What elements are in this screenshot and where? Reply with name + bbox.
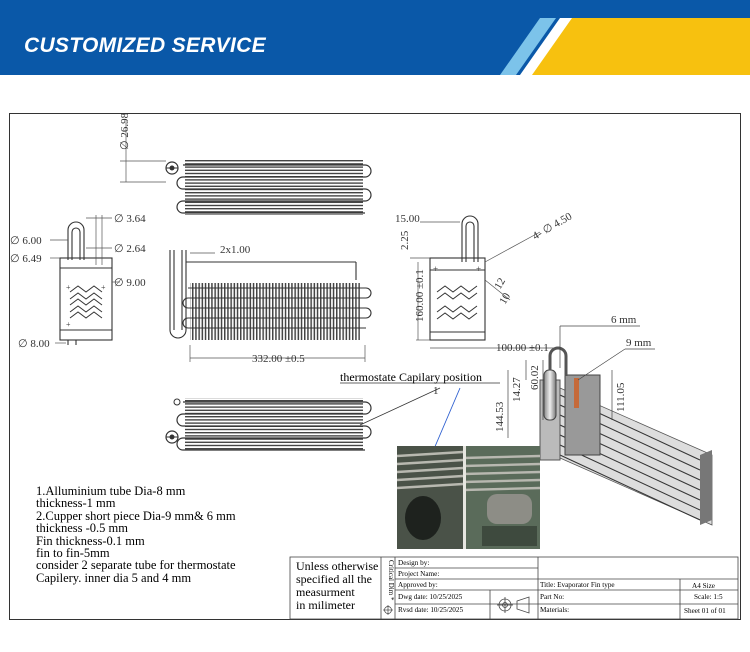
front-view-dims bbox=[189, 252, 366, 362]
banner-title: CUSTOMIZED SERVICE bbox=[24, 34, 266, 57]
bottom-view bbox=[165, 398, 372, 451]
part-no: Part No: bbox=[540, 593, 565, 601]
left-view-dims bbox=[50, 215, 120, 344]
photo-image bbox=[397, 446, 540, 549]
front-view bbox=[169, 250, 372, 340]
dwg-date: Dwg date: 10/25/2025 bbox=[398, 593, 463, 601]
svg-text:+: + bbox=[476, 264, 481, 274]
thermostat-label: thermostate Capilary position bbox=[340, 370, 482, 384]
callout-number: 1 bbox=[433, 385, 439, 397]
isometric-view bbox=[539, 346, 713, 526]
drawing-sheet bbox=[9, 113, 741, 620]
unless-otherwise-note: Unless otherwise specified all the measu… bbox=[296, 560, 378, 612]
dim-26-98-label: ∅ 26.98 bbox=[119, 112, 131, 150]
dim-2-64: ∅ 2.64 bbox=[114, 243, 146, 255]
dim-100: 100.00 ±0.1 bbox=[496, 342, 549, 354]
label-9mm: 9 mm bbox=[626, 337, 652, 349]
title-block-grid bbox=[289, 556, 739, 620]
dim-12: 12 bbox=[492, 276, 508, 292]
svg-text:+: + bbox=[66, 320, 71, 329]
title-block: Design by: Project Name: Approved by: Dw… bbox=[290, 557, 738, 617]
note-line: fin to fin-5mm bbox=[36, 546, 110, 561]
top-view bbox=[165, 160, 372, 215]
dim-144-53: 144.53 bbox=[494, 401, 506, 432]
approved-by: Approved by: bbox=[398, 581, 438, 589]
iso-dims bbox=[507, 325, 655, 438]
svg-text:+: + bbox=[101, 283, 106, 292]
svg-text:+: + bbox=[433, 264, 438, 274]
photo-inset bbox=[397, 446, 540, 549]
dim-holes: 4- ∅ 4.50 bbox=[531, 210, 575, 242]
materials: Materials: bbox=[540, 606, 570, 614]
unless-line: in milimeter bbox=[296, 598, 355, 612]
dim-9-00: ∅ 9.00 bbox=[114, 277, 146, 289]
unless-line: measurment bbox=[296, 585, 355, 599]
notes-block: 1.Alluminium tube Dia-8 mm thickness-1 m… bbox=[36, 484, 236, 585]
dim-332: 332.00 ±0.5 bbox=[252, 353, 305, 365]
dim-3-64: ∅ 3.64 bbox=[114, 213, 146, 225]
dim-2-25: 2.25 bbox=[399, 230, 411, 250]
dim-10: 10 bbox=[497, 291, 513, 307]
svg-text:+: + bbox=[66, 283, 71, 292]
right-side-view: + + bbox=[429, 215, 486, 341]
dim-60-02: 60.02 bbox=[529, 365, 541, 390]
label-6mm: 6 mm bbox=[611, 314, 637, 326]
note-line: 1.Alluminium tube Dia-8 mm bbox=[36, 484, 186, 498]
note-line: consider 2 separate tube for thermostate bbox=[36, 558, 236, 573]
project-name: Project Name: bbox=[398, 570, 440, 578]
dim-111-05: 111.05 bbox=[615, 382, 627, 412]
dim-14-27: 14.27 bbox=[511, 377, 523, 402]
header-banner: CUSTOMIZED SERVICE bbox=[0, 0, 750, 75]
note-line: Fin thickness-0.1 mm bbox=[36, 533, 145, 548]
dim-26-98: ∅ 26.98 bbox=[119, 112, 166, 183]
unless-line: Unless otherwise bbox=[296, 559, 379, 573]
critical-dim-label: Critical Dim * bbox=[387, 560, 395, 601]
note-line: Capilery. inner dia 5 and 4 mm bbox=[36, 570, 192, 585]
left-side-view: + + + bbox=[59, 221, 113, 345]
right-view-dims bbox=[410, 221, 560, 349]
unless-line: specified all the bbox=[296, 572, 372, 586]
projection-symbol bbox=[497, 596, 530, 614]
dim-8-00: ∅ 8.00 bbox=[18, 338, 50, 350]
scale-field: Scale: 1:5 bbox=[694, 593, 723, 601]
size-field: A4 Size bbox=[692, 582, 715, 590]
crosshair-icon bbox=[383, 605, 393, 615]
dim-6-00: ∅ 6.00 bbox=[10, 235, 42, 247]
title-field: Title: Evaporator Fin type bbox=[540, 581, 615, 589]
dim-15: 15.00 bbox=[395, 213, 420, 225]
note-line: thickness-1 mm bbox=[36, 496, 116, 511]
dim-2x1: 2x1.00 bbox=[220, 244, 251, 256]
note-line: 2.Cupper short piece Dia-9 mm& 6 mm bbox=[36, 508, 236, 523]
sheet-field: Sheet 01 of 01 bbox=[684, 607, 726, 615]
design-by: Design by: bbox=[398, 559, 430, 567]
rvsd-date: Rvsd date: 10/25/2025 bbox=[398, 606, 464, 614]
banner-stripes bbox=[500, 18, 750, 75]
note-line: thickness -0.5 mm bbox=[36, 521, 129, 536]
dim-160: 160.00 ±0.1 bbox=[414, 269, 426, 322]
dim-6-49: ∅ 6.49 bbox=[10, 253, 42, 265]
